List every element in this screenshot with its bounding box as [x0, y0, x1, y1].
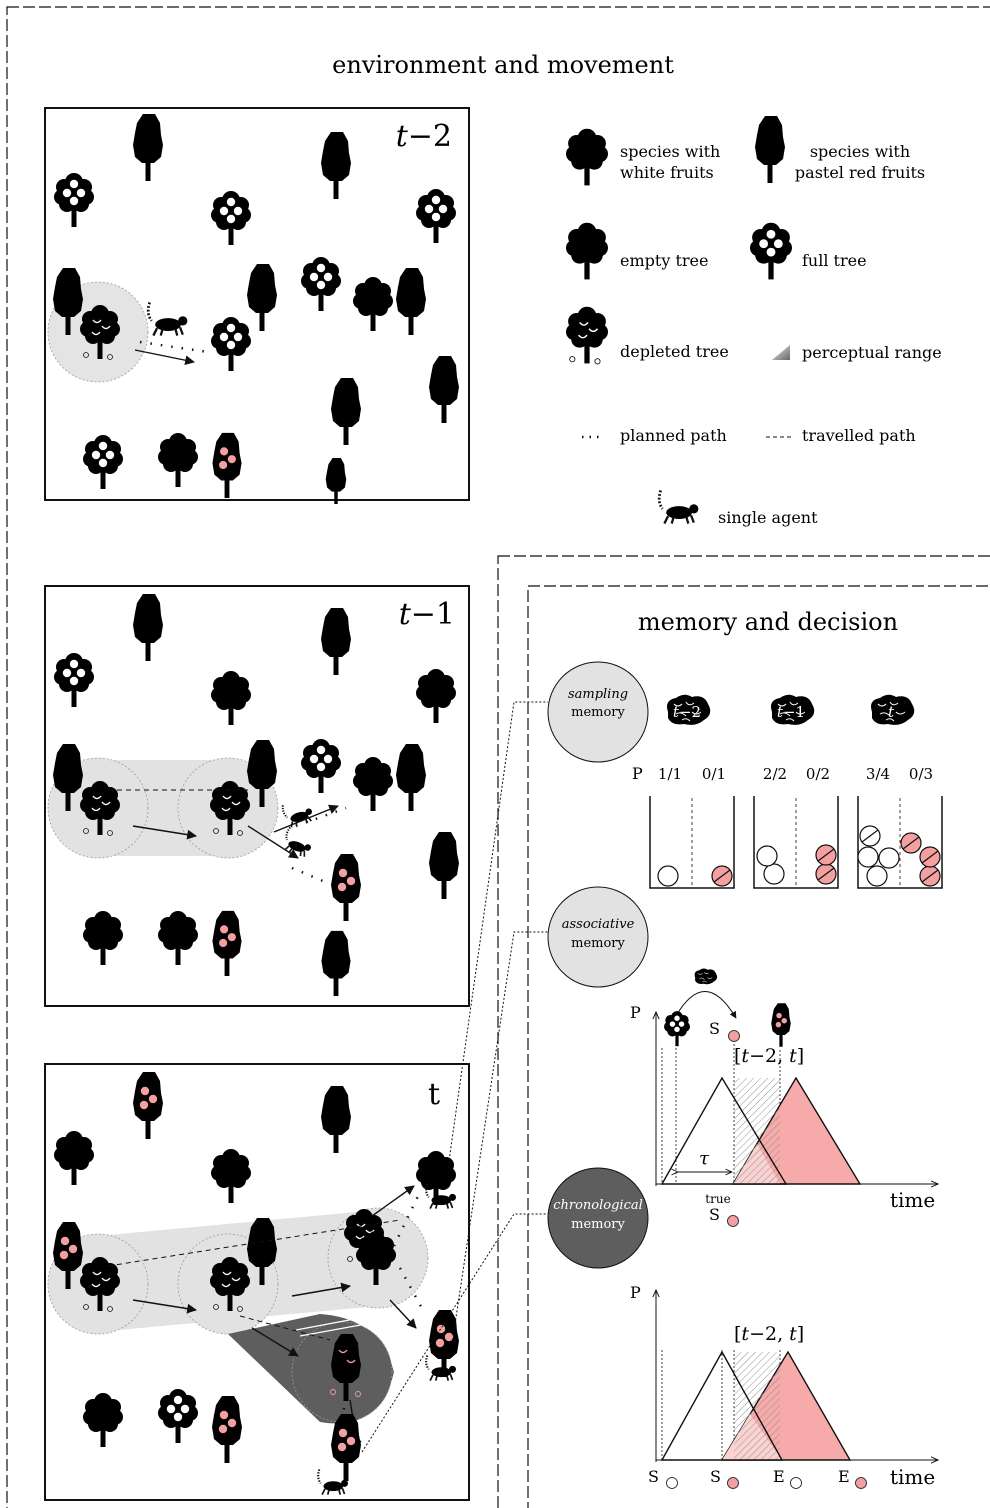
legend-planned-path-label: planned path: [620, 426, 727, 445]
assoc-time-window: [734, 1078, 780, 1184]
chrono-window-label: [t−2, t]: [734, 1323, 804, 1345]
planned-path: [139, 340, 209, 354]
assoc-window-label: [t−2, t]: [734, 1045, 804, 1067]
travel-arrow: [251, 1327, 299, 1357]
travelled-path: [239, 1315, 331, 1341]
tick-e-red: E: [838, 1467, 850, 1486]
assoc-white-distribution: [660, 1076, 788, 1185]
associative-plot: S P [t−2, t] τ true S time: [630, 968, 938, 1227]
connector-associative: [451, 931, 548, 1345]
legend-depleted-tree-icon: [566, 306, 608, 365]
tick-s-white: S: [648, 1467, 659, 1486]
red-tree-icon: [771, 1003, 791, 1047]
legend-red-species-icon: [755, 116, 785, 183]
chrono-x-label: time: [890, 1465, 935, 1489]
count-t-red: 0/3: [909, 765, 933, 783]
panel-t-minus-2: t−2: [44, 107, 470, 504]
travel-arrow: [389, 1299, 417, 1329]
count-t1-red: 0/2: [806, 765, 830, 783]
count-t-white: 3/4: [866, 765, 890, 783]
travel-arrow: [273, 804, 339, 833]
legend-full-tree-icon: [750, 222, 792, 280]
travel-arrow: [132, 1299, 197, 1314]
urn-t: [857, 796, 943, 889]
panel-label-t-minus-1: t−1: [399, 597, 455, 632]
legend-depleted-tree-label: depleted tree: [620, 342, 729, 361]
legend-empty-tree-label: empty tree: [620, 251, 708, 270]
true-label: true: [705, 1192, 730, 1206]
tick-e-white: E: [773, 1467, 785, 1486]
urn-t-minus-2: [649, 796, 735, 889]
travel-arrow: [132, 825, 197, 840]
chronological-memory-node: chronological memory: [547, 1167, 649, 1269]
sampling-brains: t−2 t−1 t: [666, 694, 915, 726]
sampling-word: sampling: [568, 687, 628, 702]
section-title-memory: memory and decision: [638, 608, 898, 636]
count-t2-red: 0/1: [702, 765, 726, 783]
sampling-memory-node: sampling memory: [547, 661, 649, 763]
count-t1-white: 2/2: [763, 765, 787, 783]
memory-frame-outer: [497, 555, 990, 1508]
connector-chronological: [361, 1213, 548, 1453]
travel-arrow: [291, 1282, 351, 1297]
legend-full-tree-label: full tree: [802, 251, 867, 270]
outer-frame: [6, 6, 990, 1508]
travel-arrow: [134, 349, 195, 366]
connector-sampling: [447, 701, 548, 1169]
travel-arrow: [247, 825, 299, 859]
chronological-plot: P [t−2, t] S S E E time: [630, 1283, 938, 1489]
legend-single-agent-label: single agent: [718, 508, 818, 527]
chrono-white-distribution: [660, 1350, 784, 1461]
assoc-true-s-label: S: [709, 1205, 720, 1224]
assoc-s-label: S: [709, 1019, 720, 1038]
panel-label-t-minus-2: t−2: [396, 119, 452, 154]
tick-s-red: S: [710, 1467, 721, 1486]
associative-rest: memory: [571, 936, 625, 951]
brain-label-t-minus-1: t−1: [777, 703, 805, 721]
sampling-rest: memory: [571, 705, 625, 720]
legend-empty-tree-icon: [566, 222, 608, 280]
section-title-environment: environment and movement: [332, 51, 674, 79]
legend-perceptual-range-label: perceptual range: [802, 343, 942, 362]
association-arrow: [675, 991, 737, 1019]
count-t2-white: 1/1: [658, 765, 682, 783]
brain-label-t-minus-2: t−2: [673, 703, 701, 721]
assoc-x-label: time: [890, 1188, 935, 1212]
white-tree-icon: [664, 1011, 690, 1047]
sampling-counts: 1/1 0/1 2/2 0/2 3/4 0/3: [658, 765, 933, 783]
assoc-y-label: P: [630, 1003, 641, 1022]
memory-frame-inner: [527, 585, 990, 1508]
brain-icon: [694, 968, 718, 985]
legend-travelled-path-label: travelled path: [802, 426, 916, 445]
urn-t-minus-1: [753, 796, 839, 889]
legend-white-species-icon: [566, 128, 608, 186]
associative-word: associative: [562, 917, 635, 932]
tree-red-depleted: [330, 1334, 361, 1401]
panel-t: t: [44, 1063, 470, 1501]
panel-label-t: t: [428, 1077, 440, 1112]
sampling-p-label: P: [632, 764, 643, 783]
travel-arrow: [371, 1185, 415, 1217]
associative-memory-node: associative memory: [547, 886, 649, 988]
chrono-y-label: P: [630, 1283, 641, 1302]
legend-single-agent-icon: [657, 489, 700, 525]
chronological-rest: memory: [571, 1217, 625, 1232]
travelled-path: [107, 1219, 401, 1267]
chronological-word: chronological: [553, 1198, 643, 1213]
brain-label-t: t: [888, 703, 895, 721]
tau-label: τ: [699, 1148, 710, 1169]
panel-t-minus-1: t−1: [44, 585, 470, 1007]
